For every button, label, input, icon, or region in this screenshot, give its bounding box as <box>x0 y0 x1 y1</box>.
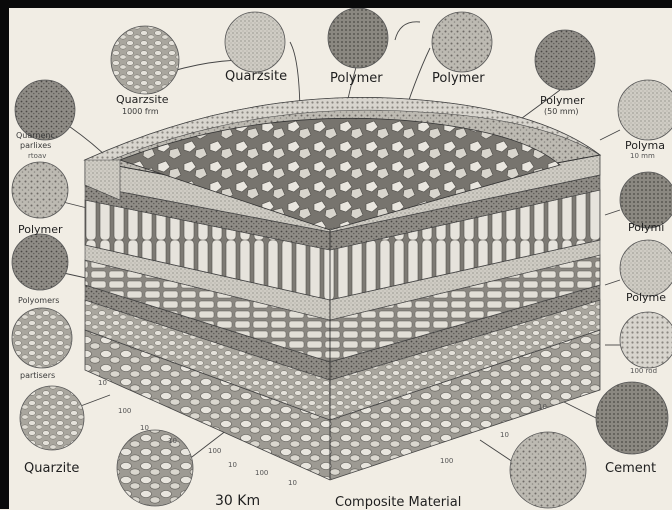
scale-tick: 10 <box>538 404 547 411</box>
label-quarnenc: Quarnenc <box>16 132 55 140</box>
label-polymer-right-top: Polymer <box>540 95 585 106</box>
scale-tick: 10 <box>140 425 149 432</box>
scale-tick: 10 <box>98 380 107 387</box>
label-polymer-top-1: Polymer <box>330 72 383 85</box>
scale-tick: 10 <box>228 462 237 469</box>
scale-tick: 100 <box>118 408 131 415</box>
label-polymi-right: Polymi <box>628 222 664 233</box>
label-rod-right: 100 rod <box>630 368 657 375</box>
label-composite-material: Composite Material <box>335 496 461 509</box>
label-scale-30km: 30 Km <box>215 494 260 508</box>
label-quarzsite-left-size: 1000 frm <box>122 108 159 116</box>
scale-tick: 10 <box>288 480 297 487</box>
label-polymer-top-2: Polymer <box>432 72 485 85</box>
label-quarzsite-top: Quarzsite <box>225 70 287 83</box>
label-polyma-right-size: 10 mm <box>630 153 655 160</box>
label-polyme-right: Polyme <box>626 292 666 303</box>
label-polymer-left: Polymer <box>18 224 63 235</box>
label-partisers-left: partisers <box>20 372 55 380</box>
scale-tick: 100 <box>255 470 268 477</box>
label-parlixes: parlixes <box>20 142 51 150</box>
label-polyomers-left: Polyomers <box>18 297 59 305</box>
label-polyma-right: Polyma <box>625 140 665 151</box>
scale-tick: 10 <box>168 438 177 445</box>
scale-tick: 100 <box>440 458 453 465</box>
label-polymer-right-top-size: (50 mm) <box>544 108 579 116</box>
label-quarzsite-left: Quarzsite <box>116 94 169 105</box>
label-cement-right: Cement <box>605 462 656 475</box>
scale-tick: 10 <box>500 432 509 439</box>
scale-tick: 100 <box>208 448 221 455</box>
label-misc-small: rtoav <box>28 153 46 160</box>
label-quarzite-bottom: Quarzite <box>24 462 79 475</box>
